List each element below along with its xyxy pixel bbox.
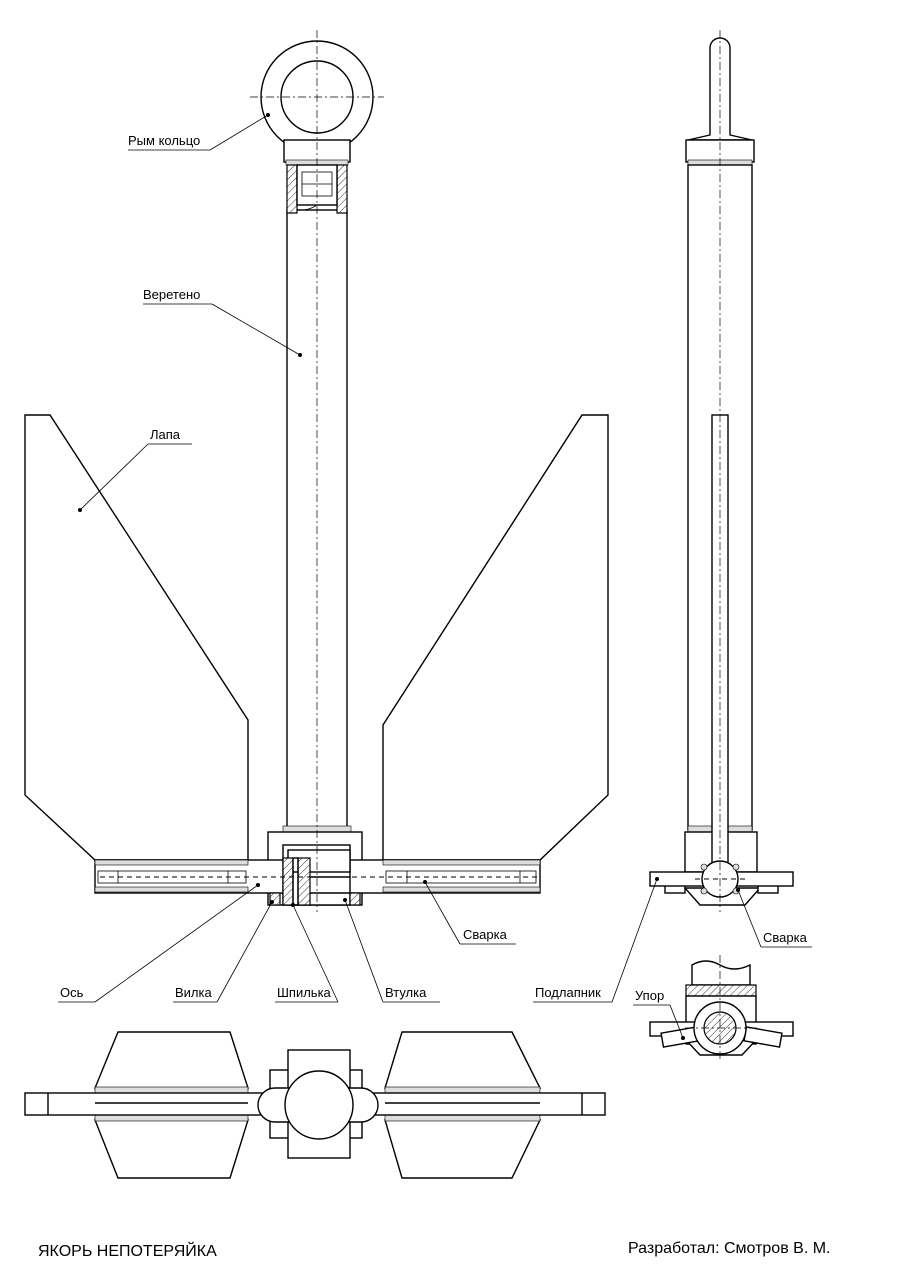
label-text: Упор: [635, 988, 664, 1003]
author-credit: Разработал: Смотров В. М.: [628, 1240, 830, 1257]
label-fluke: Лапа: [78, 427, 192, 512]
label-text: Лапа: [150, 427, 181, 442]
drawing-title: ЯКОРЬ НЕПОТЕРЯЙКА: [38, 1241, 217, 1260]
front-view: [24, 30, 609, 912]
label-shank: Веретено: [143, 287, 302, 357]
left-fluke: [24, 414, 249, 861]
label-text: Ось: [60, 985, 84, 1000]
stop-detail: [649, 955, 794, 1062]
label-sole: Подлапник: [533, 877, 659, 1003]
side-view: [649, 30, 794, 912]
label-weld-side: Сварка: [736, 888, 812, 948]
label-axle: Ось: [58, 883, 260, 1003]
label-text: Сварка: [463, 927, 508, 942]
label-pin: Шпилька: [275, 903, 339, 1003]
label-bushing: Втулка: [343, 898, 440, 1003]
label-stop: Упор: [633, 988, 685, 1040]
label-ring: Рым кольцо: [128, 113, 270, 151]
label-weld-front: Сварка: [423, 880, 516, 945]
label-fork: Вилка: [173, 900, 274, 1003]
label-text: Шпилька: [277, 985, 332, 1000]
label-text: Веретено: [143, 287, 200, 302]
right-fluke: [382, 414, 609, 861]
bottom-view: [24, 1031, 606, 1179]
label-text: Сварка: [763, 930, 808, 945]
label-text: Вилка: [175, 985, 212, 1000]
label-text: Подлапник: [535, 985, 601, 1000]
label-text: Рым кольцо: [128, 133, 200, 148]
label-text: Втулка: [385, 985, 427, 1000]
